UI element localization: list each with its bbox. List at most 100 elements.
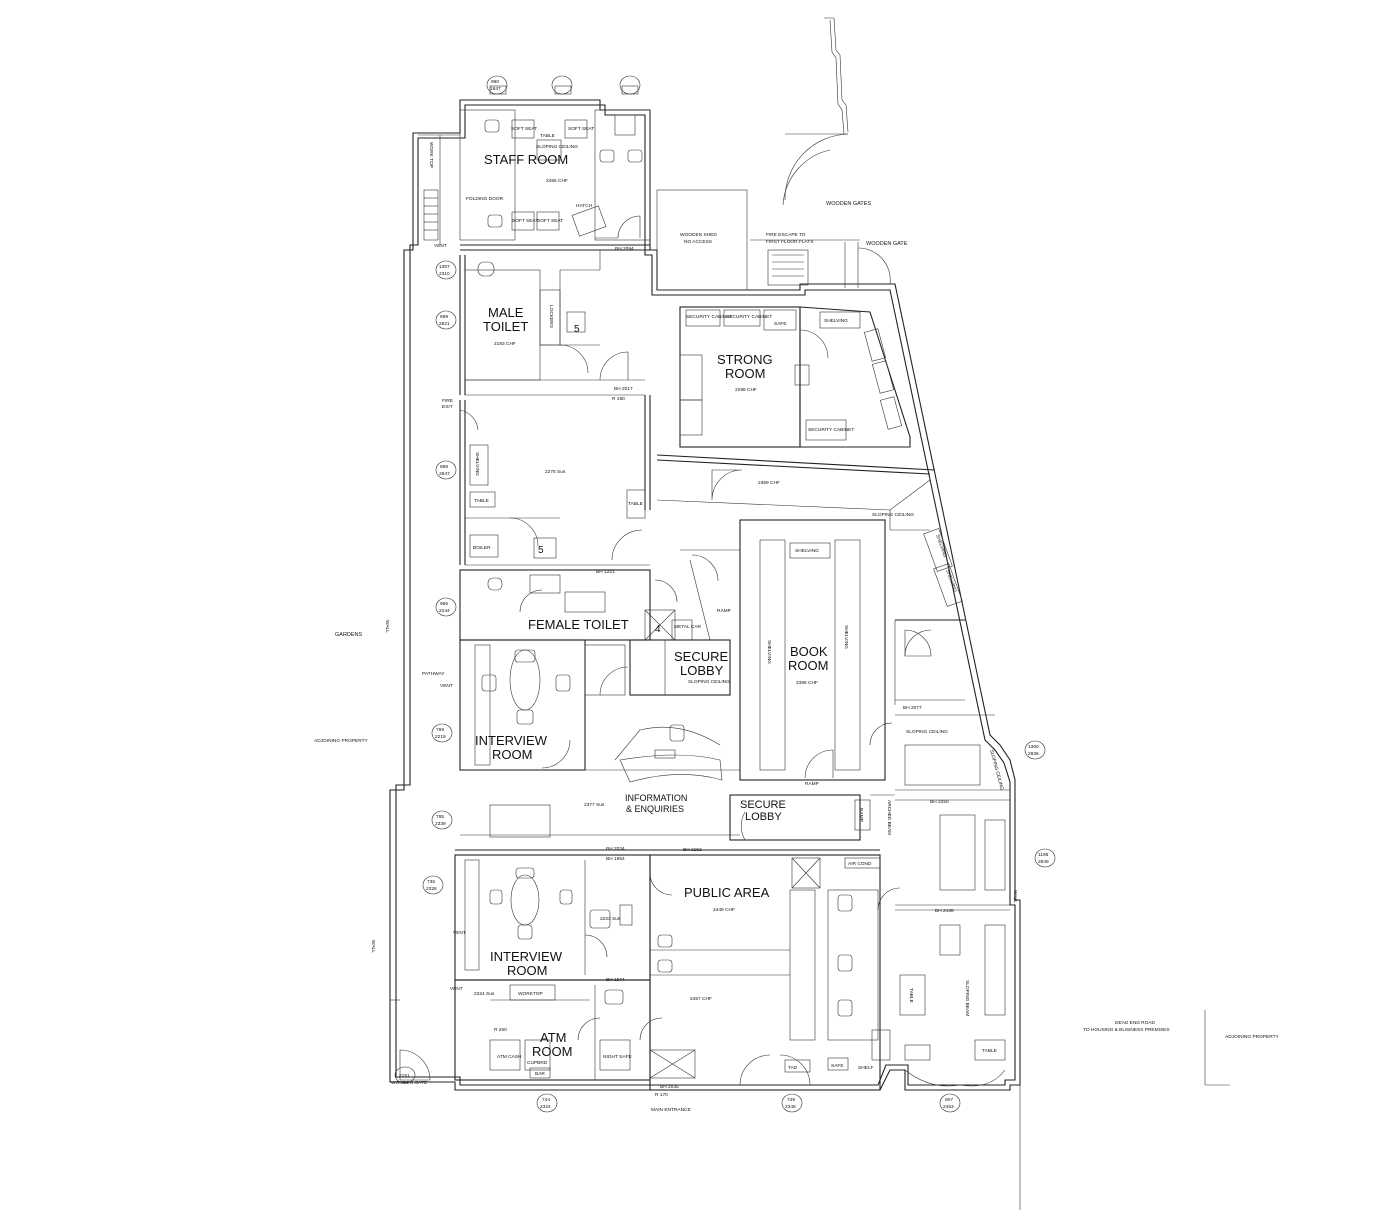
adjoining-right-label: ADJOINING PROPERTY: [1225, 1034, 1280, 1040]
dead-end-label-2: TO HOUSING & BUSINESS PREMISES: [1083, 1027, 1170, 1033]
sill-dim-13: 736: [427, 879, 435, 885]
sloping-ceiling-staff-label: SLOPING CEILING: [536, 144, 578, 150]
adjoining-left-label: ADJOINING PROPERTY: [314, 738, 369, 744]
ceiling-height-store: 2278 Sus: [545, 469, 566, 475]
wooden-gate-sw-label: WOODEN GATE: [391, 1080, 427, 1086]
ceiling-height-lobby: 2369 CHF: [758, 480, 780, 486]
sill-dim-21: 2453: [943, 1104, 954, 1110]
secure-lobby-upper-label: SECURE: [674, 649, 729, 664]
info-label-2: & ENQUIRIES: [626, 804, 684, 814]
sill-dim-5: 868: [440, 464, 448, 470]
hatch-label: HATCH: [576, 203, 593, 209]
wall-lower-label: WALL: [370, 940, 376, 953]
strong-room-label-2: ROOM: [725, 366, 765, 381]
fire-escape-label: FIRE ESCAPE TO: [766, 232, 806, 238]
sill-dim-11: 785: [436, 814, 444, 820]
table-east-label-1: TABLE: [908, 988, 914, 1003]
room-labels: STAFF ROOM MALE TOILET STRONG ROOM FEMAL…: [475, 152, 828, 1059]
interview-room-lower-label: INTERVIEW: [490, 949, 563, 964]
male-toilet-label-2: TOILET: [483, 319, 528, 334]
wooden-gate-ne-label: WOODEN GATE: [866, 241, 908, 247]
worktop-atm-label: WORKTOP: [518, 991, 543, 997]
safe-strong-label: SAFE: [774, 321, 787, 327]
shelving-store-label: SHELVING: [474, 452, 480, 476]
r-180-label: R 180: [612, 396, 625, 402]
sill-dim-19: 2348: [785, 1104, 796, 1110]
sill-dim-8: 2244: [439, 608, 450, 614]
sill-dim-17: 2324: [540, 1104, 551, 1110]
dead-end-label: DEAD END ROAD: [1115, 1020, 1156, 1026]
safe-public-label: SAFE: [831, 1063, 844, 1069]
dimension-labels: BH 2094 BH 2017 BH 1221 BH 2034 BH 2152 …: [399, 79, 1049, 1110]
secure-lobby-lower-label: SECURE: [740, 799, 786, 811]
bh-2094-label: BH 2094: [615, 246, 634, 252]
secure-lobby-lower: [729, 794, 895, 841]
bh-1954-label: BH 1954: [606, 856, 625, 862]
shelving-ne-label-1: SHELVING: [934, 534, 948, 559]
sill-dim-12: 2339: [435, 821, 446, 827]
table-store-label-1: TABLE: [474, 498, 489, 504]
north-east-room: [890, 528, 965, 705]
atm-cash-label: ATM CASH: [497, 1054, 522, 1060]
arched-beam-label: ARCHED BEAM: [886, 800, 892, 835]
ramp-label-1: RAMP: [717, 608, 731, 614]
folding-door-label: FOLDING DOOR: [466, 196, 504, 202]
sill-dim-18: 749: [787, 1097, 795, 1103]
info-label: INFORMATION: [625, 793, 687, 803]
ramp-label-3: RAMP: [858, 808, 864, 822]
fire-exit-label-2: EXIT: [442, 404, 453, 410]
vent-top-label: VENT: [434, 243, 447, 249]
central-corridor: [656, 454, 936, 530]
shelving-book-r-label: SHELVING: [843, 625, 849, 649]
sill-dim-14: 2328: [426, 886, 437, 892]
bh-2017-label: BH 2017: [614, 386, 633, 392]
sill-dim-24: 1195: [1038, 852, 1049, 858]
strong-room-label: STRONG: [717, 352, 773, 367]
wall-upper-label: WALL: [384, 620, 390, 633]
secure-lobby-lower-label-2: LOBBY: [745, 811, 782, 823]
wall-right-label: WALL: [1012, 890, 1018, 903]
book-room-label-2: ROOM: [788, 658, 828, 673]
sloping-beam-label: SLOPING BEAM: [964, 980, 970, 1016]
night-safe-label: NIGHT SAFE: [603, 1054, 632, 1060]
ceiling-height-atm: 2324 Sus: [474, 991, 495, 997]
boiler-label: BOILER: [473, 545, 491, 551]
secure-lobby-upper-label-2: LOBBY: [680, 663, 724, 678]
gardens-label: GARDENS: [335, 632, 363, 638]
ceiling-height-book: 2396 CHF: [796, 680, 818, 686]
air-cond-label: AIR COND: [848, 861, 872, 867]
sill-dim-23: 2836: [1028, 751, 1039, 757]
interview-room-upper-label-2: ROOM: [492, 747, 532, 762]
annotation-labels: WOODEN GATES WOODEN GATE WOODEN SHED NO …: [314, 126, 1280, 1113]
vent-interview-label: VENT: [453, 930, 466, 936]
sill-dim-3: 699: [440, 314, 448, 320]
ceiling-height-strong: 2298 CHF: [735, 387, 757, 393]
atm-room-label: ATM: [540, 1030, 566, 1045]
book-room: [739, 519, 886, 781]
store-room: [459, 395, 651, 571]
soft-seat-label-3: SOFT SEAT: [512, 218, 538, 224]
interview-room-upper-label: INTERVIEW: [475, 733, 548, 748]
main-entrance-label: MAIN ENTRANCE: [651, 1107, 691, 1113]
wooden-gates-label: WOODEN GATES: [826, 201, 871, 207]
sill-dim-10: 2219: [435, 734, 446, 740]
cupbd-label: CUPBRD: [527, 1060, 548, 1066]
male-toilet: [459, 250, 645, 396]
strong-room: [679, 306, 911, 448]
sloping-ceiling-ne-label: SLOPING CEILING: [872, 512, 914, 518]
ramp-label-2: RAMP: [805, 781, 819, 787]
table-east-label-2: TABLE: [982, 1048, 997, 1054]
table-staff-label: TABLE: [540, 133, 555, 139]
fire-escape-label-2: FIRST FLOOR FLATS: [766, 239, 814, 245]
window-markers: [394, 75, 1056, 1113]
window-dim-2: 1847: [490, 86, 501, 92]
shelf-label: SHELF: [858, 1065, 874, 1071]
atm-room: [399, 979, 696, 1081]
soft-seat-label-2: SOFT SEAT: [568, 126, 594, 132]
sloping-ceiling-east-label: SLOPING CEILING: [906, 729, 948, 735]
wooden-shed-label-2: NO ACCESS: [684, 239, 712, 245]
stair-number-4: 4: [655, 624, 661, 635]
bh-1974-label: BH 1974: [606, 977, 625, 983]
ceiling-height-info: 2377 Sus: [584, 802, 605, 808]
